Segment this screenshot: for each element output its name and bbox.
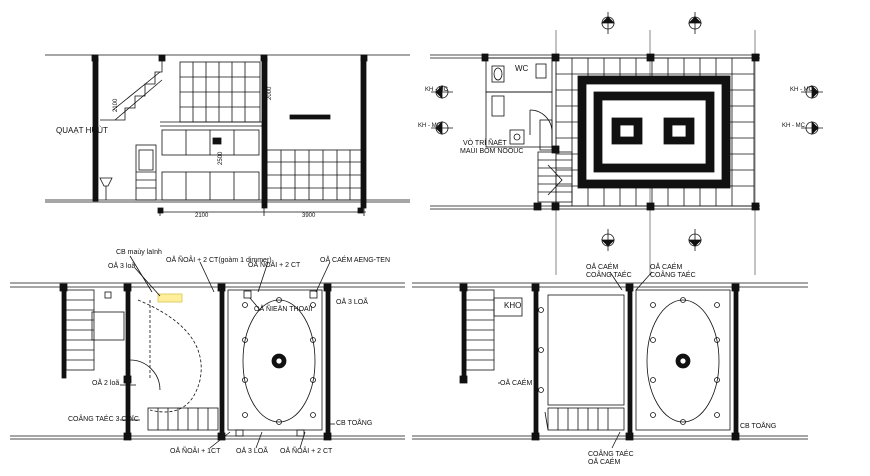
- section-marker-left-1: [431, 85, 453, 99]
- section-marker-bottom-2: [688, 229, 702, 251]
- section-marker-right-1: [801, 85, 823, 99]
- section-marker-top-1: [601, 12, 615, 34]
- cb-main-right-label: CB TOÅNG: [740, 423, 777, 430]
- dim-5: 2500: [218, 151, 224, 165]
- socket-top-label: OÅ CAÉM: [586, 264, 619, 271]
- socket-2-holes-label: OÅ 2 loã: [92, 380, 120, 387]
- section-tag-left-1: KH - MC: [425, 87, 448, 93]
- dim-2: 3900: [302, 213, 316, 219]
- pump-location-label-1: VÒ TRÍ ÑAËT: [463, 140, 507, 147]
- socket-3-holes-right-label: OÅ 3 LOÃ: [336, 299, 368, 306]
- socket-top-right-label: OÅ CAÉM: [650, 264, 683, 271]
- section-tag-left-2: KH - MC: [418, 123, 441, 129]
- switch-3-label: COÂNG TAÉC 3 CÖÏC: [68, 416, 139, 423]
- section-marker-top-2: [688, 12, 702, 34]
- section-marker-bottom-1: [601, 229, 615, 251]
- pump-location-label-2: MAÙI BÔM NÖÔÙC: [460, 148, 524, 155]
- phone-socket-label: OÅ ÑIEÄN THOAÏI: [254, 306, 313, 313]
- section-marker-right-2: [801, 121, 823, 135]
- switch-top-right-label: COÂNG TAÉC: [650, 272, 696, 279]
- cb-main-left-label: CB TOÅNG: [336, 420, 373, 427]
- double-socket-dimmer-label: OÅ ÑOÂI + 2 CT(goàm 1 dimmer): [166, 257, 272, 264]
- dim-1: 2100: [195, 213, 209, 219]
- section-marker-left-2: [431, 121, 453, 135]
- dim-4: 2000: [267, 86, 273, 100]
- double-socket-2ct-top-label: OÅ ÑOÂI + 2 CT: [248, 262, 301, 269]
- section-tag-right-1: KH - MC: [790, 87, 813, 93]
- floor-plan-drawing: [430, 12, 823, 275]
- section-tag-right-2: KH - MC: [782, 123, 805, 129]
- socket-bottom-label: OÅ CAÉM: [588, 459, 621, 466]
- cb-ac-label: CB maùy laïnh: [116, 249, 162, 256]
- switch-top-label: COÂNG TAÉC: [586, 272, 632, 279]
- electrical-plan-right: [412, 271, 808, 449]
- socket-3-holes-top-label: OÅ 3 loã: [108, 263, 136, 270]
- switch-bottom-label: COÂNG TAÉC: [588, 451, 634, 458]
- dim-3: 2100: [113, 98, 119, 112]
- socket-mid-label: OÅ CAÉM: [500, 380, 533, 387]
- socket-3-holes-bottom-label: OÅ 3 LOÃ: [236, 448, 268, 455]
- wc-label: WC: [515, 64, 529, 73]
- storage-label: KHO: [504, 301, 522, 310]
- electrical-plan-left: [10, 255, 405, 449]
- exhaust-fan-label: QUAẠT HUÙT: [56, 126, 108, 135]
- antenna-socket-label: OÅ CAÉM AENG-TEN: [320, 257, 391, 264]
- double-socket-ct-bottom-label: OÅ ÑOÂI + 1CT: [170, 448, 221, 455]
- double-socket-2ct-bottom-label: OÅ ÑOÂI + 2 CT: [280, 448, 333, 455]
- elevation-drawing: [45, 54, 410, 216]
